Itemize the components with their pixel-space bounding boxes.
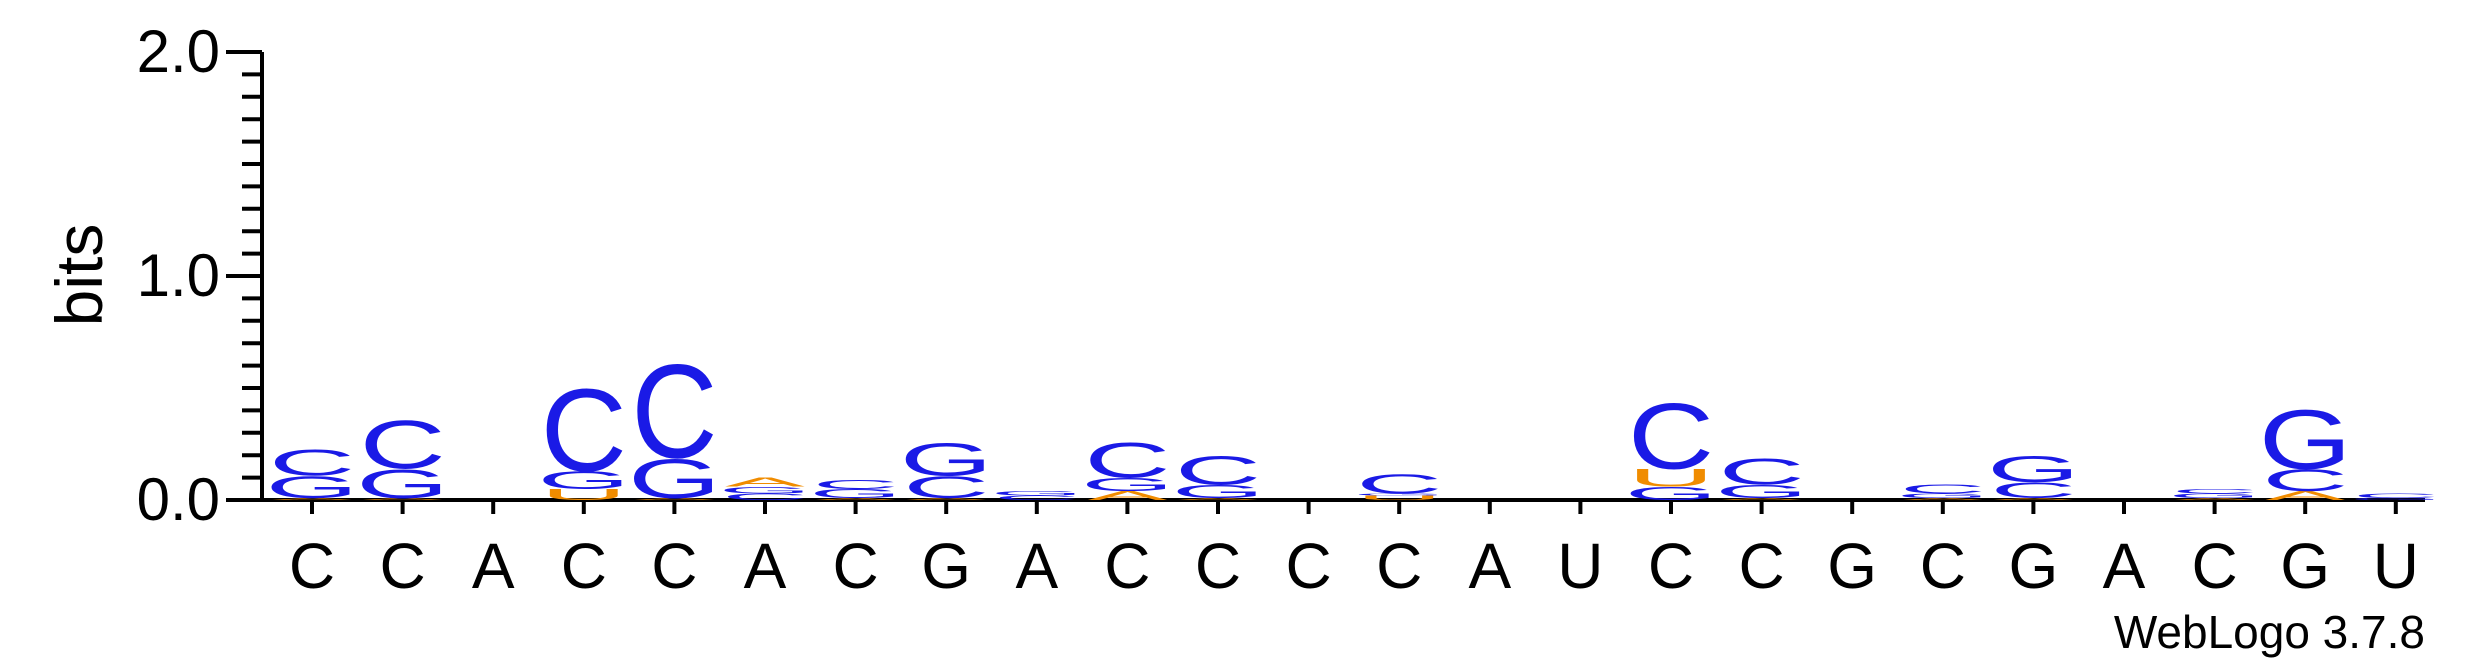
y-tick-label: 2.0 — [137, 18, 220, 85]
logo-letter-C: C — [1990, 478, 2076, 502]
position-label: C — [832, 530, 878, 602]
logo-letter-A: A — [906, 497, 987, 500]
position-label: C — [1648, 530, 1694, 602]
position-label: C — [1376, 530, 1422, 602]
position-label: G — [1827, 530, 1877, 602]
position-label: C — [1920, 530, 1966, 602]
position-label: C — [1738, 530, 1784, 602]
logo-letter-C: C — [2353, 492, 2439, 499]
logo-letter-G: G — [1081, 474, 1174, 495]
y-axis-label: bits — [42, 224, 116, 327]
logo-letter-G: G — [1172, 481, 1265, 502]
logo-letter-C: C — [269, 442, 355, 484]
logo-letter-C: C — [541, 364, 627, 496]
logo-letter-A: A — [363, 497, 444, 500]
logo-letter-A: A — [1903, 497, 1984, 500]
logo-letter-A: A — [1722, 497, 1803, 500]
logo-letter-A: A — [1178, 497, 1259, 500]
position-label: C — [1195, 530, 1241, 602]
logo-letter-A: A — [2175, 497, 2256, 500]
position-label: U — [2373, 530, 2419, 602]
logo-letter-G: G — [628, 447, 721, 509]
logo-letter-A: A — [272, 497, 353, 500]
logo-letter-U: U — [1356, 494, 1442, 501]
logo-letter-G: G — [1353, 493, 1446, 496]
position-label: C — [1285, 530, 1331, 602]
logo-letter-G: G — [266, 470, 359, 505]
position-label: A — [744, 530, 787, 602]
position-label: A — [1015, 530, 1058, 602]
position-label: C — [1104, 530, 1150, 602]
logo-letter-A: A — [2265, 489, 2345, 503]
position-label: G — [921, 530, 971, 602]
logo-letter-G: G — [537, 467, 630, 495]
logo-letter-C: C — [2171, 488, 2257, 495]
logo-letter-G: G — [2349, 497, 2442, 500]
logo-letter-G: G — [900, 434, 993, 486]
logo-letter-C: C — [994, 494, 1080, 501]
position-label: A — [472, 530, 515, 602]
logo-letter-C: C — [812, 478, 898, 492]
logo-letter-G: G — [1625, 483, 1718, 504]
logo-letter-A: A — [1088, 489, 1168, 503]
position-label: C — [289, 530, 335, 602]
position-label: A — [1468, 530, 1511, 602]
logo-letter-C: C — [359, 407, 445, 484]
logo-letter-C: C — [1356, 468, 1442, 499]
logo-letter-G: G — [990, 490, 1083, 497]
position-label: C — [651, 530, 697, 602]
logo-letter-C: C — [1900, 482, 1986, 496]
logo-letter-A: A — [725, 475, 805, 489]
logo-letter-C: C — [1175, 448, 1261, 493]
logo-letter-U: U — [1628, 464, 1714, 492]
y-tick-label: 1.0 — [137, 242, 220, 309]
logo-letter-G: G — [809, 486, 902, 500]
weblogo-credit: WebLogo 3.7.8 — [2114, 606, 2425, 658]
position-label: C — [561, 530, 607, 602]
position-label: G — [2009, 530, 2059, 602]
logo-letter-G: G — [2259, 393, 2352, 487]
logo-letter-A: A — [1994, 497, 2075, 500]
logo-letter-A: A — [816, 497, 897, 500]
logo-letter-G: G — [2168, 492, 2261, 499]
position-label: C — [2191, 530, 2237, 602]
logo-letter-C: C — [1084, 433, 1170, 488]
logo-letter-C: C — [631, 336, 717, 486]
axes: 0.0 1.0 2.0 — [137, 18, 2425, 533]
logo-letter-G: G — [1715, 481, 1808, 502]
logo-letter-G: G — [719, 485, 812, 495]
logo-letter-C: C — [1628, 384, 1714, 488]
position-label: U — [1557, 530, 1603, 602]
logo-letter-U: U — [541, 486, 627, 503]
position-label: A — [2103, 530, 2146, 602]
logo-letter-G: G — [1896, 492, 1989, 499]
position-label: C — [379, 530, 425, 602]
y-tick-label: 0.0 — [137, 466, 220, 533]
logo-letter-G: G — [356, 461, 449, 506]
logo-letter-C: C — [722, 492, 808, 502]
logo-letter-C: C — [903, 470, 989, 505]
logo-letter-G: G — [1987, 448, 2080, 490]
logo-letter-A: A — [635, 497, 716, 500]
position-label: G — [2280, 530, 2330, 602]
logo-letter-C: C — [1718, 451, 1804, 493]
logo-letter-C: C — [2262, 463, 2348, 498]
